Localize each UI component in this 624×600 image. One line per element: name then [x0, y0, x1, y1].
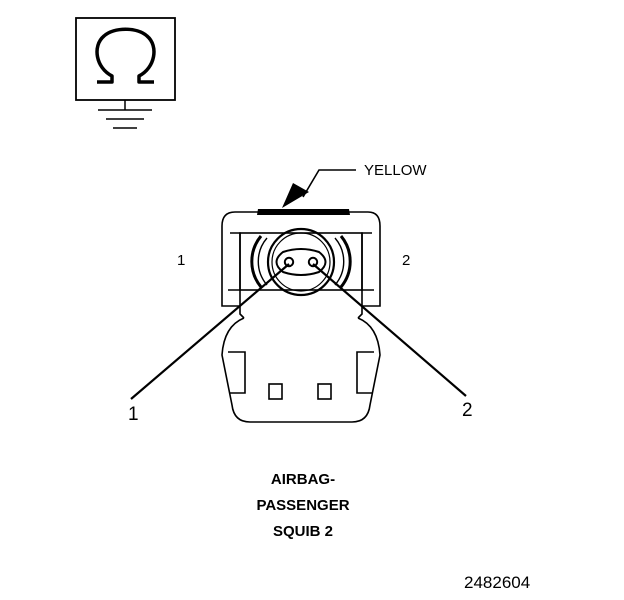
terminal-window: [239, 227, 363, 297]
wire-color-label: YELLOW: [364, 162, 427, 179]
lead-label-2: 2: [462, 400, 473, 421]
title-line-2: PASSENGER: [256, 497, 349, 514]
cavity-label-1: 1: [177, 252, 185, 269]
title-line-3: SQUIB 2: [273, 523, 333, 540]
lead-line-2: [312, 263, 467, 397]
title-line-1: AIRBAG-: [271, 471, 335, 488]
ohmmeter-ground-icon: [75, 17, 176, 129]
latch-square-right: [317, 383, 332, 400]
terminal-pin-2: [307, 256, 319, 268]
connector-body: [221, 209, 381, 423]
latch-square-left: [268, 383, 283, 400]
cavity-label-2: 2: [402, 252, 410, 269]
terminal-pin-1: [283, 256, 295, 268]
lead-line-1: [130, 263, 290, 400]
lead-label-1: 1: [128, 404, 139, 425]
wire-color-arrow: [282, 169, 356, 208]
figure-number: 2482604: [464, 573, 530, 592]
